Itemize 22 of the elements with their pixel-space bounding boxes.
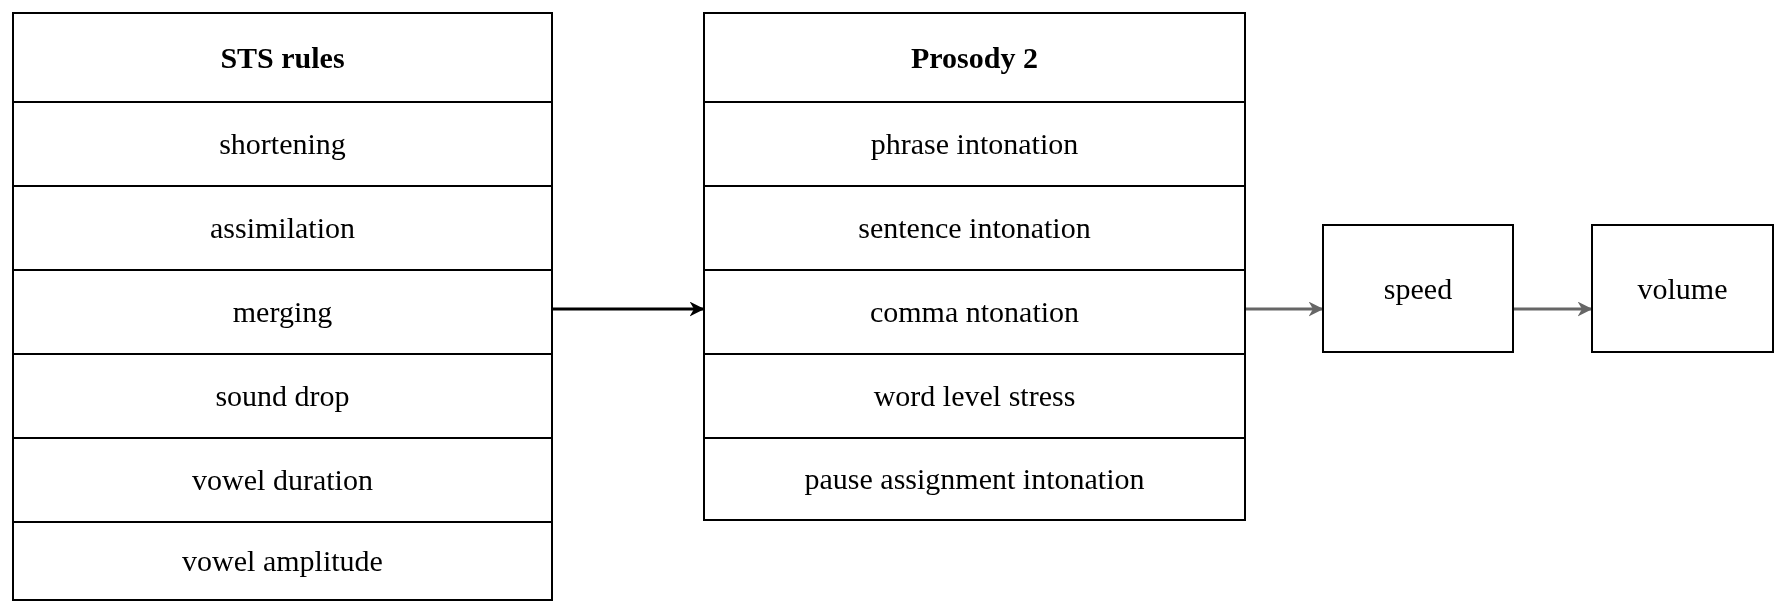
row-label: shortening [219,127,346,161]
row-label: vowel amplitude [182,544,383,578]
process-box [1322,224,1514,353]
table-heading: STS rules [219,39,346,76]
row-label: vowel duration [192,463,373,497]
table-heading: Prosody 2 [910,39,1039,76]
row-label: assimilation [210,211,355,245]
process-box [1591,224,1774,353]
arrow [1514,301,1593,317]
row-label: sentence intonation [858,211,1091,245]
row-label: word level stress [873,379,1076,413]
row-label: phrase intonation [870,127,1079,161]
node-label: speed [1383,271,1453,306]
arrow [1246,301,1324,317]
row-label: comma ntonation [869,295,1080,329]
row-label: pause assignment intonation [804,462,1145,496]
table-box [703,12,1246,521]
table-box [12,12,553,601]
node-label: volume [1637,271,1728,306]
arrow [553,301,705,317]
row-label: merging [232,295,333,329]
row-label: sound drop [215,379,350,413]
